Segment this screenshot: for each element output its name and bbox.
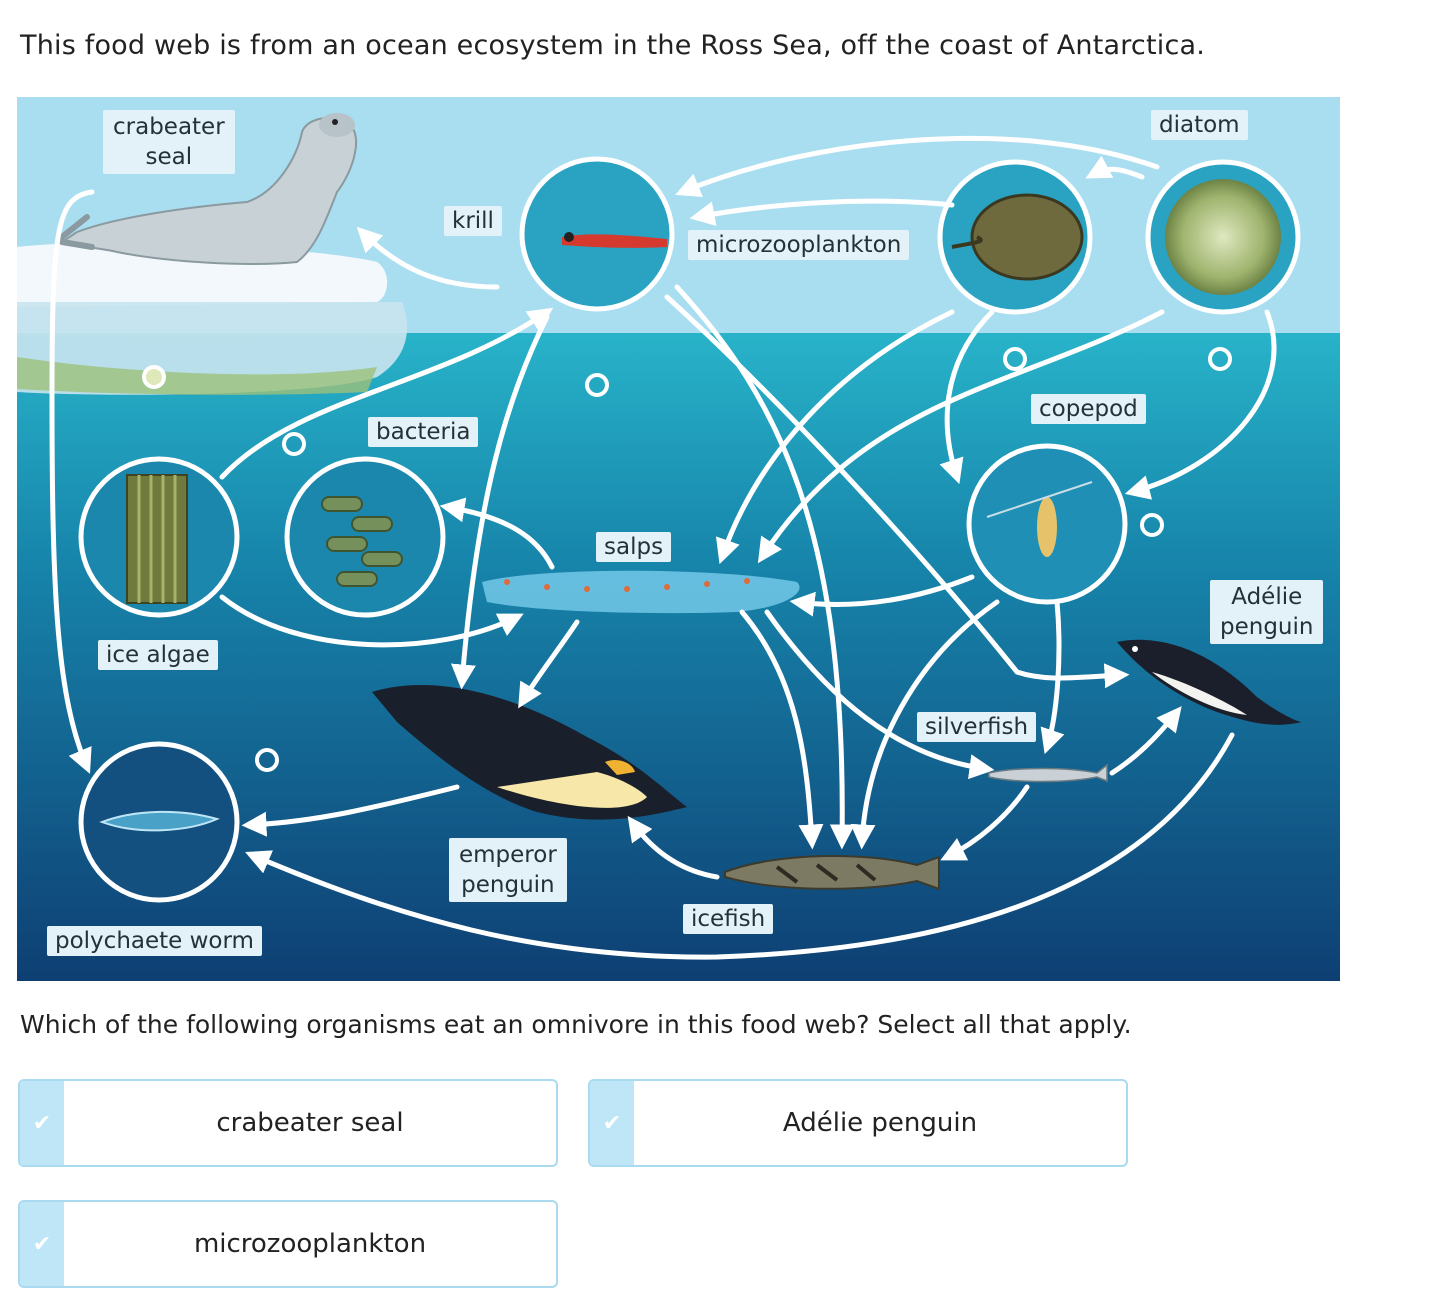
label-copepod: copepod bbox=[1031, 394, 1146, 424]
check-icon: ✔ bbox=[32, 1110, 52, 1136]
polychaete-worm-icon bbox=[99, 810, 220, 832]
question-text: Which of the following organisms eat an … bbox=[20, 1010, 1132, 1039]
feeding-arrows bbox=[49, 135, 1277, 960]
ice-algae-icon bbox=[126, 474, 188, 604]
intro-text: This food web is from an ocean ecosystem… bbox=[20, 30, 1206, 61]
label-ice-algae: ice algae bbox=[98, 640, 218, 670]
food-web-diagram: crabeater seal krill microzooplankton di… bbox=[17, 97, 1340, 981]
microzooplankton-icon bbox=[951, 193, 1084, 281]
choice-crabeater-seal[interactable]: ✔ crabeater seal bbox=[18, 1079, 558, 1167]
ice-floe bbox=[17, 242, 408, 395]
label-diatom: diatom bbox=[1151, 110, 1248, 140]
label-crabeater-seal: crabeater seal bbox=[103, 110, 235, 174]
label-silverfish: silverfish bbox=[917, 712, 1037, 742]
bacteria-node bbox=[284, 456, 446, 618]
water-background bbox=[17, 333, 1340, 981]
crabeater-seal-icon bbox=[59, 113, 357, 265]
label-emperor-penguin: emperor penguin bbox=[449, 838, 567, 902]
diatom-icon bbox=[1165, 179, 1281, 295]
label-krill: krill bbox=[444, 206, 502, 236]
label-polychaete-worm: polychaete worm bbox=[47, 926, 262, 956]
krill-node bbox=[519, 156, 675, 312]
label-bacteria: bacteria bbox=[368, 417, 479, 447]
salps-icon bbox=[482, 570, 800, 614]
emperor-penguin-icon bbox=[372, 684, 687, 820]
choice-checkbox[interactable]: ✔ bbox=[590, 1081, 634, 1165]
krill-icon bbox=[562, 232, 667, 248]
choice-label: Adélie penguin bbox=[782, 1108, 978, 1138]
silverfish-icon bbox=[988, 763, 1108, 783]
connector-rings bbox=[142, 347, 1232, 772]
check-icon: ✔ bbox=[32, 1231, 52, 1257]
bacteria-icon bbox=[321, 496, 403, 587]
adelie-penguin-icon bbox=[1117, 639, 1302, 725]
choice-adelie-penguin[interactable]: ✔ Adélie penguin bbox=[588, 1079, 1128, 1167]
label-adelie-penguin: Adélie penguin bbox=[1210, 580, 1324, 644]
copepod-icon bbox=[986, 481, 1093, 557]
choice-microzooplankton[interactable]: ✔ microzooplankton bbox=[18, 1200, 558, 1288]
icefish-icon bbox=[724, 855, 940, 891]
choice-checkbox[interactable]: ✔ bbox=[20, 1202, 64, 1286]
label-salps: salps bbox=[596, 532, 672, 562]
choice-label: crabeater seal bbox=[216, 1108, 404, 1138]
choice-label: microzooplankton bbox=[193, 1229, 427, 1259]
label-microzooplankton: microzooplankton bbox=[688, 230, 910, 260]
check-icon: ✔ bbox=[602, 1110, 622, 1136]
choice-checkbox[interactable]: ✔ bbox=[20, 1081, 64, 1165]
food-web-illustration bbox=[17, 97, 1340, 981]
label-icefish: icefish bbox=[683, 904, 774, 934]
